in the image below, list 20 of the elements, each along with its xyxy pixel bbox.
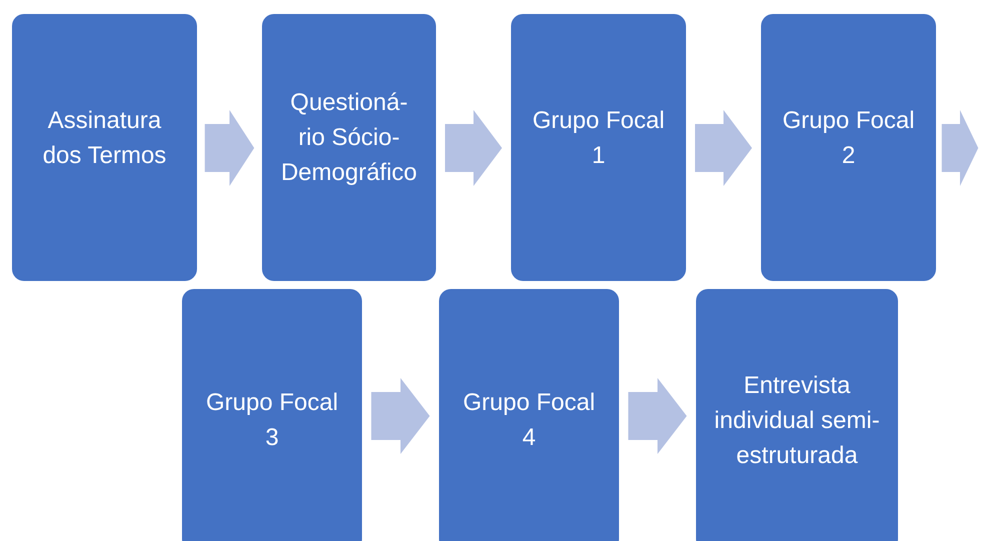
arrow [204, 110, 254, 186]
arrow [942, 110, 978, 186]
step-label: Grupo Focal 2 [781, 106, 916, 170]
arrow [445, 110, 502, 186]
process-box [12, 14, 197, 281]
step-label: Grupo Focal 3 [204, 388, 340, 453]
arrow [695, 110, 752, 186]
step-label: Grupo Focal 1 [531, 106, 666, 170]
step-label: Questioná-rio Sócio-Demográfico [280, 88, 418, 188]
process-box [511, 14, 686, 281]
step-label: Entrevista individual semi-estruturada [713, 370, 881, 470]
process-box [761, 14, 936, 281]
arrow [628, 378, 687, 454]
process-box [696, 289, 898, 541]
process-box [262, 14, 436, 281]
step-label: Grupo Focal 4 [462, 388, 596, 453]
process-box [182, 289, 362, 541]
step-label: Assinatura dos Termos [42, 106, 168, 170]
process-box [439, 289, 619, 541]
arrow [371, 378, 430, 454]
